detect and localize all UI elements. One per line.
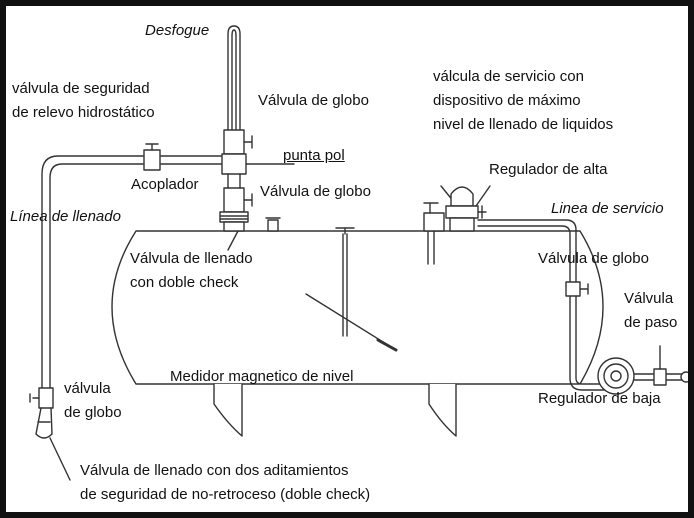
label-valcula-servicio-1: válcula de servicio con — [433, 68, 584, 85]
label-valvula-paso-2: de paso — [624, 314, 678, 331]
label-valcula-servicio-3: nivel de llenado de liquidos — [433, 116, 614, 133]
punta-pol-tee — [221, 153, 247, 175]
low-pressure-regulator — [597, 357, 688, 395]
label-punta-pol: punta pol — [283, 147, 345, 164]
label-valvula-globo-left-1: válvula — [64, 380, 111, 397]
label-linea-servicio: Linea de servicio — [551, 200, 664, 217]
top-fitting — [265, 217, 281, 232]
safety-relief-valve — [143, 143, 161, 171]
label-linea-llenado: Línea de llenado — [10, 208, 121, 225]
label-regulador-baja: Regulador de baja — [538, 390, 661, 407]
label-desfogue: Desfogue — [145, 22, 210, 39]
fill-valve-leader — [227, 230, 239, 251]
fill-line-pipe — [41, 155, 227, 389]
label-valvula-seguridad-1: válvula de seguridad — [12, 80, 150, 97]
pass-valve — [653, 345, 688, 386]
label-bottom-2: de seguridad de no-retroceso (doble chec… — [80, 486, 371, 503]
globe-valve-right — [565, 281, 589, 297]
bottom-label-leader — [49, 437, 71, 481]
globe-valve-top — [223, 129, 253, 155]
label-regulador-alta: Regulador de alta — [489, 161, 608, 178]
tank-leg-right — [428, 383, 457, 437]
label-valvula-llenado-1: Válvula de llenado — [130, 250, 253, 267]
tank-leg-left — [213, 383, 243, 437]
label-acoplador: Acoplador — [131, 176, 199, 193]
service-valve — [423, 185, 455, 265]
label-valvula-globo-right: Válvula de globo — [538, 250, 649, 267]
label-valvula-seguridad-2: de relevo hidrostático — [12, 104, 155, 121]
globe-valve-mid — [223, 173, 253, 213]
service-line-pipe — [477, 219, 605, 391]
lp-gas-tank-diagram — [29, 25, 688, 481]
label-medidor: Medidor magnetico de nivel — [170, 368, 354, 385]
high-pressure-regulator — [445, 185, 491, 232]
label-valvula-globo-left-2: de globo — [64, 404, 122, 421]
magnetic-level-gauge — [305, 227, 398, 352]
label-valvula-paso-1: Válvula — [624, 290, 674, 307]
label-valvula-llenado-2: con doble check — [130, 274, 239, 291]
label-valvula-globo-mid: Válvula de globo — [260, 183, 371, 200]
label-valvula-globo-top: Válvula de globo — [258, 92, 369, 109]
label-bottom-1: Válvula de llenado con dos aditamientos — [80, 462, 349, 479]
vent-pipe — [227, 25, 241, 131]
globe-valve-left — [29, 387, 54, 439]
coupler — [219, 211, 249, 232]
label-valcula-servicio-2: dispositivo de máximo — [433, 92, 581, 109]
